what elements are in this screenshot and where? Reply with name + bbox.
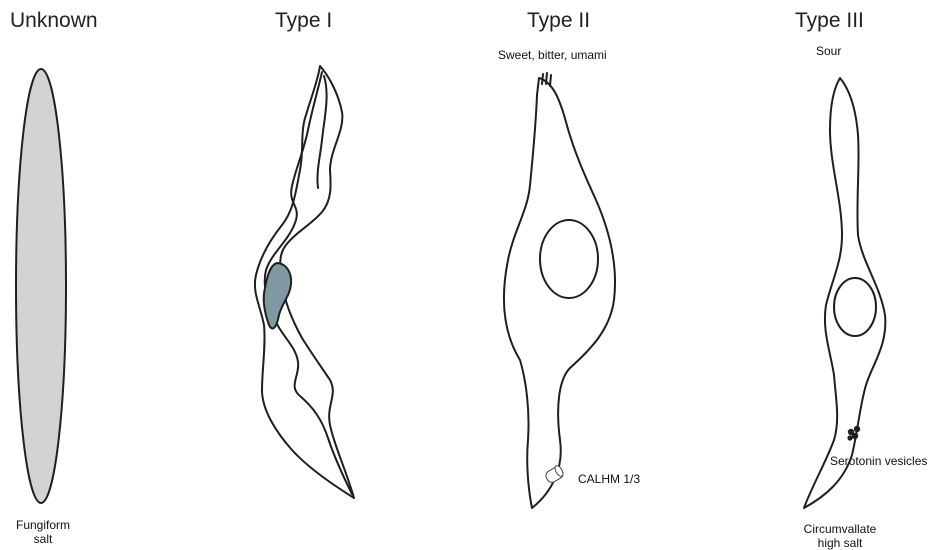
type-3-nucleus <box>834 278 876 336</box>
unknown-bottom-label: Fungiform salt <box>8 518 78 546</box>
type-3-bottom-label-line2: high salt <box>788 536 892 550</box>
type-2-top-label: Sweet, bitter, umami <box>498 48 607 62</box>
unknown-bottom-label-line1: Fungiform <box>8 518 78 532</box>
type-2-cell <box>504 73 615 508</box>
calhm-channel-icon <box>544 464 565 484</box>
serotonin-vesicles-icon <box>847 426 860 441</box>
type-3-bottom-label: Circumvallate high salt <box>788 522 892 550</box>
type-1-nucleus <box>264 263 291 328</box>
type-3-top-label: Sour <box>816 44 841 58</box>
type-2-nucleus <box>540 220 598 298</box>
calhm-label: CALHM 1/3 <box>578 472 640 486</box>
unknown-cell <box>16 69 66 503</box>
type-1-cell <box>255 66 354 498</box>
type-3-bottom-label-line1: Circumvallate <box>788 522 892 536</box>
unknown-bottom-label-line2: salt <box>8 532 78 546</box>
serotonin-vesicles-label: Serotonin vesicles <box>830 454 927 468</box>
type-3-cell <box>804 78 885 508</box>
type-2-microvilli <box>542 73 551 86</box>
